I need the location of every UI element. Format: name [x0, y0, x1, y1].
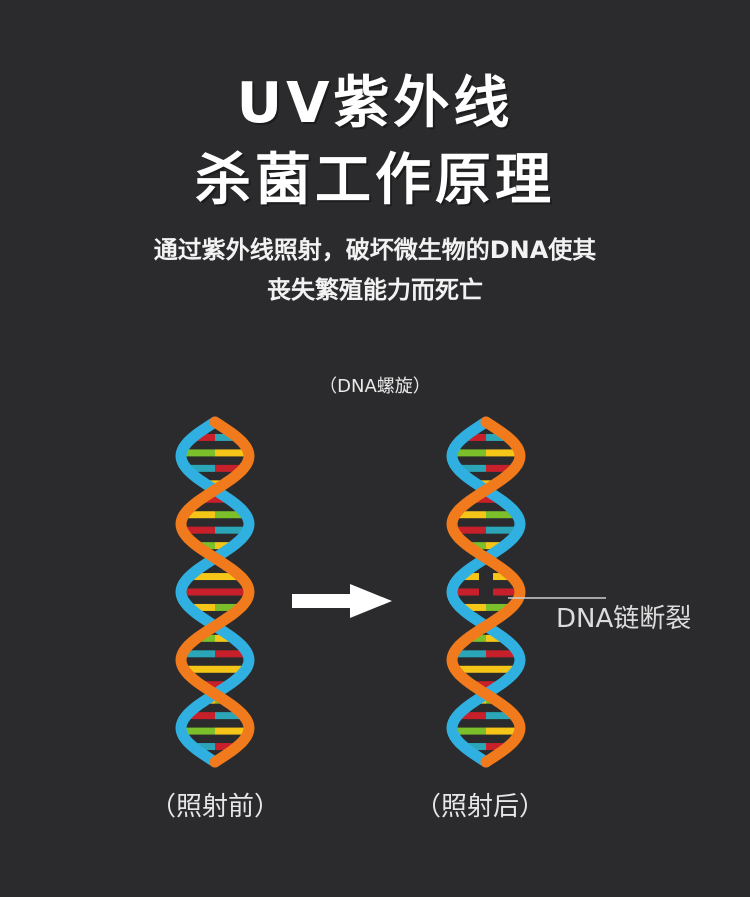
dna-helix-before: [175, 416, 255, 768]
base-pair-rung: [215, 464, 244, 472]
subtitle-line-1: 通过紫外线照射，破坏微生物的DNA使其: [153, 236, 597, 264]
base-pair-rung: [486, 743, 509, 751]
base-pair-rung: [453, 650, 486, 658]
base-pair-rung: [457, 712, 486, 720]
base-pair-rung: [486, 511, 517, 519]
dna-strand-blue: [175, 416, 255, 768]
base-pair-rung: [215, 588, 249, 596]
base-pair-rung: [486, 665, 517, 673]
base-pair-rung: [486, 650, 519, 658]
base-pair-rung: [215, 511, 246, 519]
title-line-2: 杀菌工作原理: [195, 148, 555, 213]
base-pair-rung: [215, 433, 238, 441]
base-pair-rung: [452, 727, 486, 735]
base-pair-rung: [493, 588, 520, 596]
helix-caption: （DNA螺旋）: [319, 376, 431, 397]
base-pair-rung: [184, 665, 215, 673]
base-pair-rung: [186, 712, 215, 720]
base-pair-rung: [493, 573, 512, 581]
base-pair-rung: [215, 573, 241, 581]
base-pair-rung: [457, 464, 486, 472]
base-pair-rung: [215, 665, 246, 673]
base-pair-rung: [189, 603, 215, 611]
base-pair-rung: [463, 433, 486, 441]
base-pair-rung: [215, 650, 248, 658]
dna-strand-orange: [175, 416, 255, 768]
base-pair-rung: [181, 727, 215, 735]
base-pair-rung: [189, 573, 215, 581]
base-pair-rung: [486, 727, 520, 735]
right-arrow-icon: [292, 584, 392, 618]
base-pair-rung: [486, 526, 519, 534]
title-line-1: UV紫外线: [236, 71, 514, 136]
base-pair-rung: [192, 743, 215, 751]
base-pair-rung: [182, 526, 215, 534]
base-pair-rung: [215, 727, 249, 735]
base-pair-rung: [192, 433, 215, 441]
base-pair-rung: [215, 526, 248, 534]
dna-diagram: [175, 416, 606, 768]
dna-break-label: DNA链断裂: [556, 604, 692, 634]
base-pair-rung: [215, 712, 244, 720]
base-pair-rung: [463, 743, 486, 751]
base-pair-rung: [181, 449, 215, 457]
base-pair-rung: [181, 588, 215, 596]
base-pair-rung: [184, 511, 215, 519]
base-pair-rung: [486, 603, 512, 611]
base-pair-rung: [215, 603, 241, 611]
base-pair-rung: [460, 603, 486, 611]
base-pair-rung: [486, 433, 509, 441]
dna-helix-after: [446, 416, 526, 768]
before-irradiation-label: （照射前）: [149, 792, 280, 822]
base-pair-rung: [215, 449, 249, 457]
after-irradiation-label: （照射后）: [414, 792, 545, 822]
base-pair-rung: [182, 650, 215, 658]
base-pair-rung: [452, 449, 486, 457]
base-pair-rung: [453, 526, 486, 534]
base-pair-rung: [486, 712, 515, 720]
base-pair-rung: [455, 665, 486, 673]
base-pair-rung: [486, 449, 520, 457]
subtitle-line-2: 丧失繁殖能力而死亡: [267, 276, 483, 304]
base-pair-rung: [215, 743, 238, 751]
base-pair-rung: [486, 464, 515, 472]
dna-strand-orange: [446, 416, 526, 768]
base-pair-rung: [452, 588, 479, 596]
base-pair-rung: [455, 511, 486, 519]
base-pair-rung: [460, 573, 479, 581]
base-pair-rung: [186, 464, 215, 472]
dna-strand-blue: [446, 416, 526, 768]
